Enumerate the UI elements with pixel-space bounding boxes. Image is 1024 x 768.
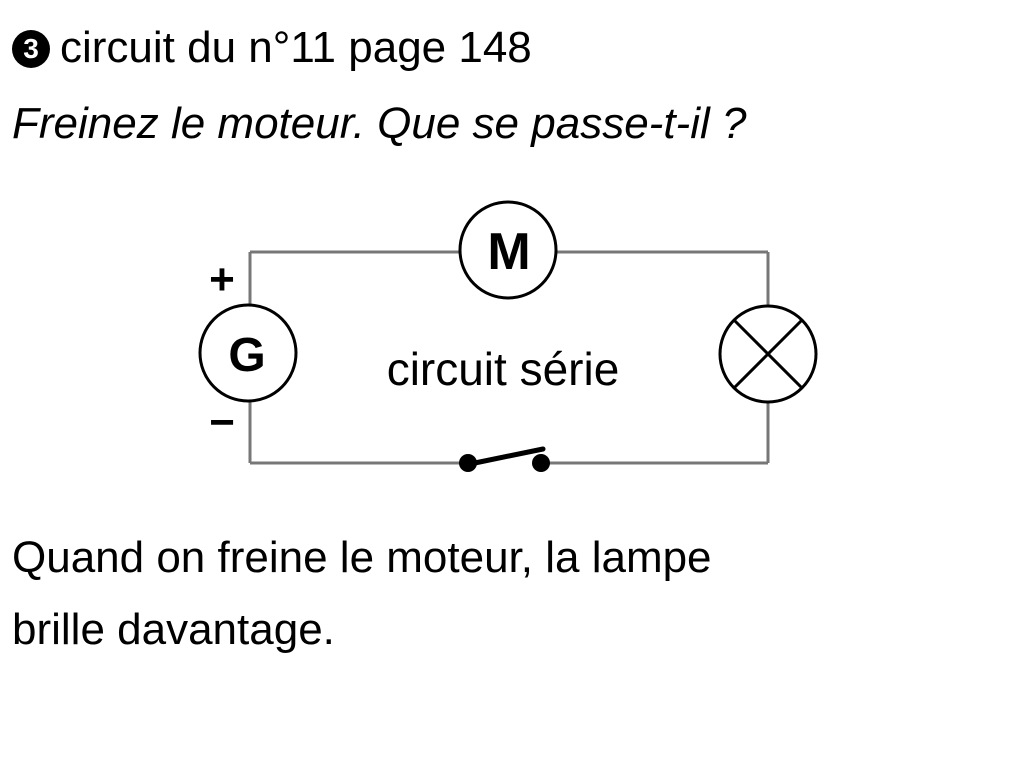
lamp-symbol [718, 304, 818, 404]
title: 3 circuit du n°11 page 148 [12, 22, 532, 74]
question: Freinez le moteur. Que se passe-t-il ? [12, 99, 747, 148]
lamp-cross-b [732, 318, 804, 390]
answer-line-2: brille davantage. [12, 605, 335, 654]
series-circuit-diagram: M G + − circuit série [198, 200, 818, 472]
circuit-wires [248, 250, 770, 465]
minus-terminal-label: − [209, 398, 235, 447]
number-bullet-icon: 3 [12, 30, 50, 68]
switch-symbol [459, 446, 550, 472]
motor-circle [458, 200, 558, 300]
switch-lever [467, 446, 546, 467]
title-text: circuit du n°11 page 148 [60, 23, 532, 72]
answer-text: Quand on freine le moteur, la lampe bril… [12, 522, 1012, 666]
motor-label: M [487, 223, 530, 281]
motor-symbol: M [458, 200, 558, 300]
circuit-type-label: circuit série [387, 343, 620, 395]
switch-contact-right [532, 454, 550, 472]
generator-label: G [228, 329, 265, 382]
plus-terminal-label: + [209, 255, 235, 304]
generator-circle [198, 303, 298, 403]
answer-line-1: Quand on freine le moteur, la lampe [12, 533, 712, 582]
generator-symbol: G + − [198, 255, 298, 447]
